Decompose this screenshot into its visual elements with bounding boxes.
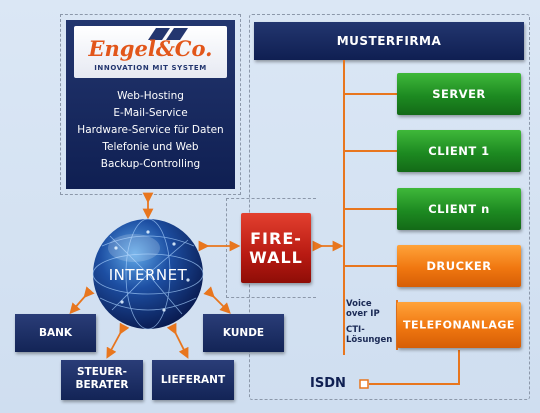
supplier-box: LIEFERANT <box>152 360 234 400</box>
firewall-label: FIRE- WALL <box>249 229 303 267</box>
tax-advisor-box: STEUER- BERATER <box>61 360 143 400</box>
internet-label: INTERNET <box>108 266 188 284</box>
internet-globe: INTERNET <box>92 218 204 330</box>
company-tagline: INNOVATION MIT SYSTEM <box>94 64 207 72</box>
company-logo: Engel&Co. INNOVATION MIT SYSTEM <box>74 26 227 78</box>
firewall-box: FIRE- WALL <box>241 213 311 283</box>
client-1-box: CLIENT 1 <box>397 130 521 172</box>
client-1-label: CLIENT 1 <box>428 144 490 158</box>
service-item: E-Mail-Service <box>113 107 188 119</box>
service-item: Web-Hosting <box>117 90 184 102</box>
firm-network-region <box>249 14 530 400</box>
logo-emblem-icon <box>148 28 188 40</box>
customer-box: KUNDE <box>203 314 284 352</box>
isdn-label: ISDN <box>310 376 346 391</box>
client-n-box: CLIENT n <box>397 188 521 230</box>
printer-label: DRUCKER <box>426 259 492 273</box>
services-list: Web-Hosting E-Mail-Service Hardware-Serv… <box>66 88 235 173</box>
client-n-label: CLIENT n <box>428 202 490 216</box>
logo-text: Engel&Co. <box>88 36 213 61</box>
phone-system-label: TELEFONANLAGE <box>403 318 515 332</box>
voip-label: Voice over IP <box>346 299 380 319</box>
phone-system-box: TELEFONANLAGE <box>397 302 521 348</box>
bank-box: BANK <box>15 314 96 352</box>
service-item: Hardware-Service für Daten <box>77 124 224 136</box>
server-box: SERVER <box>397 73 521 115</box>
server-label: SERVER <box>432 87 486 101</box>
firm-title: MUSTERFIRMA <box>336 34 442 48</box>
globe-icon <box>92 218 204 330</box>
firm-header: MUSTERFIRMA <box>254 22 524 60</box>
service-item: Telefonie und Web <box>102 141 199 153</box>
service-item: Backup-Controlling <box>100 158 201 170</box>
printer-box: DRUCKER <box>397 245 521 287</box>
cti-label: CTI- Lösungen <box>346 325 393 345</box>
company-panel: Engel&Co. INNOVATION MIT SYSTEM Web-Host… <box>66 20 235 189</box>
